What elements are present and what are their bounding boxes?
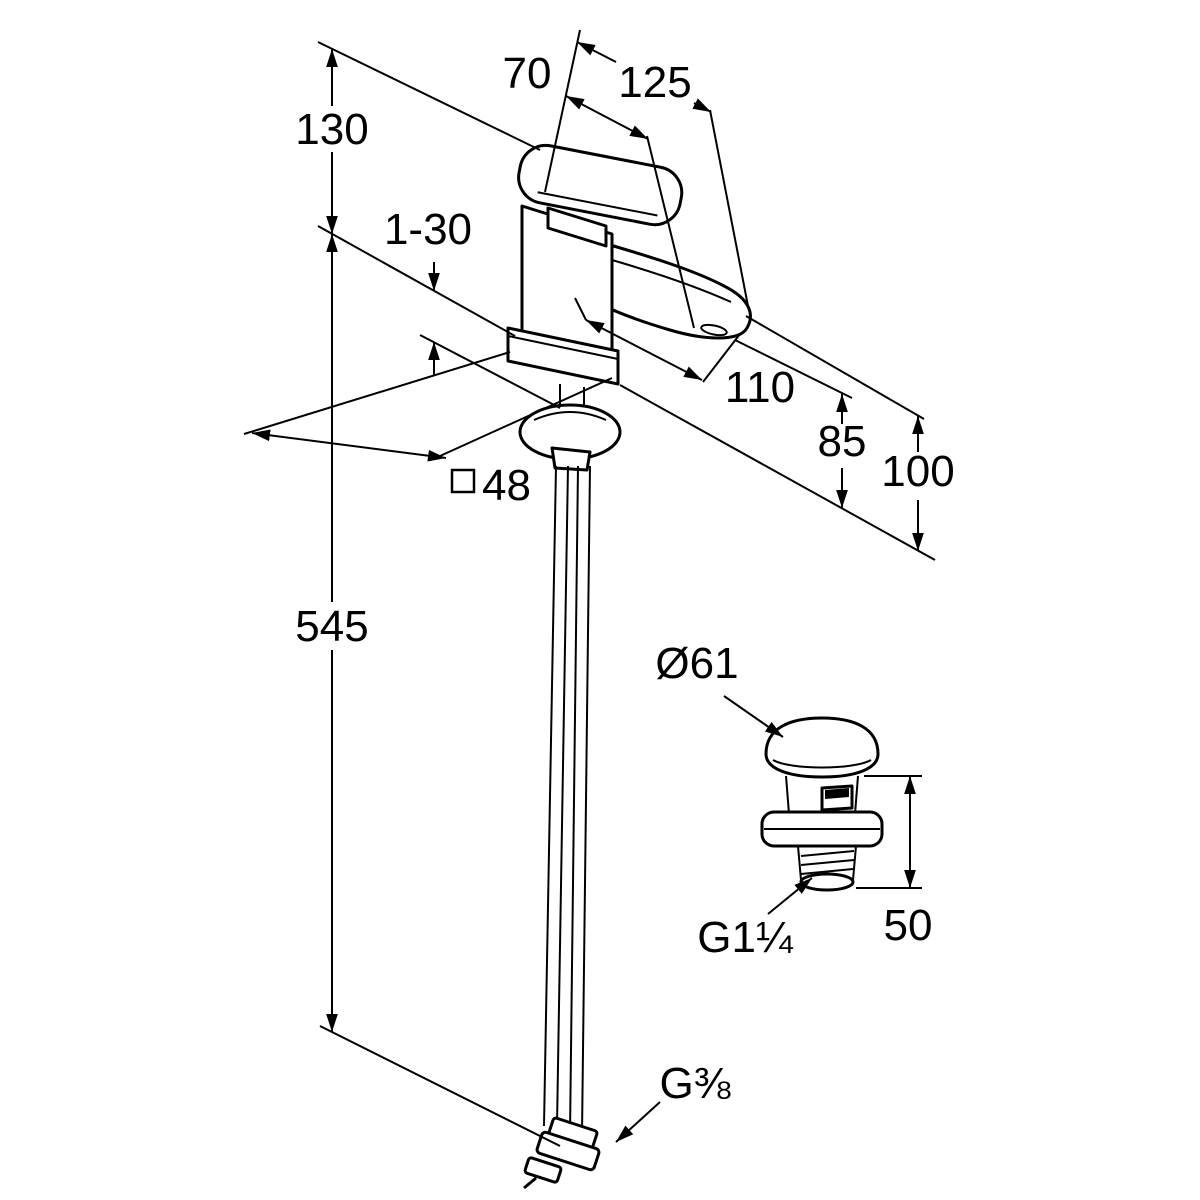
leader-waste-thread — [767, 877, 813, 915]
dim-line-125-left — [576, 41, 617, 63]
dimension-lines — [251, 41, 924, 1143]
waste-dome-rim — [772, 759, 872, 769]
ext-48-left — [243, 351, 511, 435]
handle-neck — [546, 206, 608, 248]
waste-tail-sides — [797, 845, 857, 881]
ext-70-right — [646, 135, 695, 329]
label-100: 100 — [881, 447, 954, 496]
ext-tap-axis — [544, 29, 581, 193]
leader-waste-diameter — [723, 695, 784, 738]
mounting-washer-arc — [533, 411, 607, 421]
ext-125-right — [709, 109, 749, 307]
ext-85-top — [734, 339, 853, 399]
ext-hose-end — [319, 1025, 561, 1147]
label-545: 545 — [295, 602, 368, 651]
label-waste-diameter: Ø61 — [655, 639, 738, 688]
dimension-labels: 130 70 125 1-30 110 85 100 48 545 Ø61 50… — [295, 49, 954, 1108]
lever-handle — [517, 143, 684, 227]
waste-tail-end — [799, 872, 855, 892]
mounting-nut — [550, 446, 592, 472]
ext-deck-right — [619, 384, 936, 561]
label-supply-thread: G⅜ — [660, 1059, 731, 1108]
label-70: 70 — [503, 49, 552, 98]
dim-line-70 — [565, 95, 649, 140]
square-section-icon — [450, 468, 476, 494]
waste-overflow-slot-shadow — [825, 788, 849, 799]
label-48: 48 — [482, 461, 531, 510]
popup-waste-group — [760, 716, 884, 892]
ext-48-right — [439, 377, 613, 457]
ext-100-top — [745, 315, 925, 420]
label-waste-thread: G1¼ — [697, 913, 794, 962]
fitting-cap — [523, 1156, 563, 1184]
label-130: 130 — [295, 105, 368, 154]
leader-supply-thread — [615, 1101, 661, 1143]
ext-deck-under — [419, 334, 561, 409]
supply-hose-left — [543, 465, 569, 1127]
spout-top-edge — [611, 259, 732, 303]
label-50: 50 — [884, 901, 933, 950]
label-125: 125 — [618, 58, 691, 107]
ext-110-right — [702, 333, 741, 383]
supply-hose-right — [569, 465, 591, 1135]
lever-handle-edge — [537, 191, 658, 217]
dim-line-125-right — [692, 98, 712, 113]
label-110: 110 — [725, 363, 795, 412]
dim-line-48 — [251, 429, 447, 462]
ext-110-left — [574, 297, 587, 321]
ext-deck-left — [317, 225, 516, 337]
waste-dome-cap — [764, 716, 880, 779]
dim-line-110 — [585, 319, 703, 381]
lever-handle-top — [517, 143, 684, 227]
ext-tap-top — [317, 41, 541, 151]
waste-thread-lines — [800, 850, 855, 875]
label-85: 85 — [818, 417, 867, 466]
waste-flange-sides — [785, 775, 859, 815]
label-deck-thickness: 1-30 — [384, 205, 472, 254]
fitting-tail — [523, 1176, 537, 1190]
